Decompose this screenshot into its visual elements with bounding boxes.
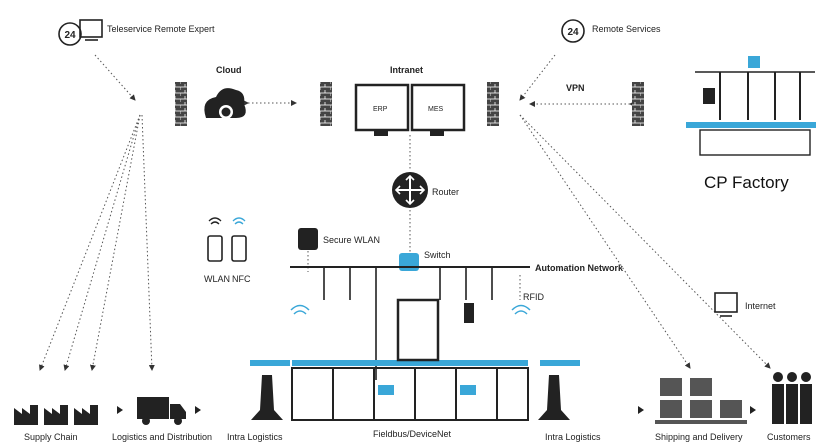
- internet-label: Internet: [745, 301, 776, 311]
- intra-logistics-right-label: Intra Logistics: [545, 432, 601, 442]
- production-line: [250, 298, 580, 421]
- teleservice-label: Teleservice Remote Expert: [107, 24, 215, 34]
- nfc-label: NFC: [232, 274, 251, 284]
- svg-text:24: 24: [64, 30, 76, 41]
- erp-monitor: [354, 83, 410, 136]
- mes-monitor: [410, 83, 466, 136]
- logistics-distribution-label: Logistics and Distribution: [112, 432, 213, 442]
- switch-label: Switch: [424, 250, 451, 260]
- customers-label: Customers: [767, 432, 811, 442]
- phone-24-icon: 24: [561, 19, 585, 43]
- agv-icon: [251, 375, 283, 420]
- switch-icon: [399, 253, 419, 271]
- truck-icon: [137, 397, 186, 425]
- firewall-icon: [487, 82, 499, 126]
- rfid-label: RFID: [523, 292, 544, 302]
- firewall-icon: [632, 82, 644, 126]
- mes-label: MES: [428, 106, 444, 113]
- cloud-icon: [204, 88, 246, 119]
- router-label: Router: [432, 187, 460, 197]
- vpn-label: VPN: [566, 83, 585, 93]
- secure-wlan-label: Secure WLAN: [323, 235, 381, 245]
- flow-arrow-icon: [117, 406, 756, 414]
- firewall-icon: [175, 82, 187, 126]
- remote-services-label: Remote Services: [592, 24, 661, 34]
- agv-icon: [538, 375, 570, 420]
- fieldbus-label: Fieldbus/DeviceNet: [373, 429, 452, 439]
- wlan-label: WLAN: [204, 274, 231, 284]
- shipping-delivery-label: Shipping and Delivery: [655, 432, 743, 442]
- customers-icon: [772, 372, 812, 424]
- dotted-connections: [39, 54, 771, 371]
- cloud-label: Cloud: [216, 65, 242, 75]
- supply-chain-label: Supply Chain: [24, 432, 78, 442]
- intranet-label: Intranet: [390, 65, 424, 75]
- firewall-icon: [320, 82, 332, 126]
- cp-factory-icon: [686, 56, 816, 156]
- smartphone-icon: [207, 217, 223, 262]
- internet-icon: [714, 292, 738, 317]
- wifi-icon: [511, 304, 531, 315]
- factory-icon: [14, 405, 98, 425]
- wifi-icon: [290, 304, 310, 315]
- automation-network-label: Automation Network: [535, 263, 624, 273]
- smartphone-icon: [231, 217, 247, 262]
- phone-24-icon: 24: [58, 19, 103, 46]
- secure-wlan-icon: [298, 228, 318, 250]
- svg-text:24: 24: [567, 27, 579, 38]
- router-icon: [392, 172, 428, 208]
- intra-logistics-left-label: Intra Logistics: [227, 432, 283, 442]
- erp-label: ERP: [373, 106, 388, 113]
- cp-factory-label: CP Factory: [704, 173, 789, 192]
- shipping-boxes-icon: [655, 378, 747, 424]
